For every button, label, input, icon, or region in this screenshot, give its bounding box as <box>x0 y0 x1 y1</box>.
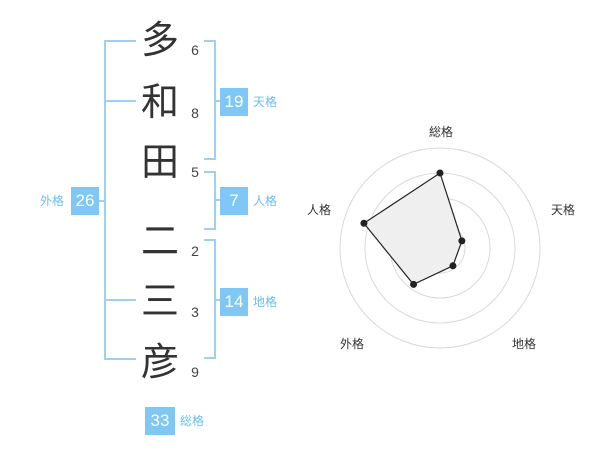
tenkaku-tick <box>215 100 222 102</box>
name-char-2: 和 <box>140 80 179 124</box>
gaikaku-inner-tick-bottom <box>104 299 136 301</box>
name-char-6: 彦 <box>140 340 179 384</box>
radar-point-1 <box>436 169 444 177</box>
radar-point-3 <box>449 262 457 270</box>
chikaku-label: 地格 <box>253 295 278 309</box>
name-char-1: 多 <box>140 18 179 62</box>
stroke-count-1: 6 <box>191 42 199 58</box>
radar-axis-label-3: 地格 <box>511 337 536 351</box>
soukaku-badge: 33 <box>145 407 175 435</box>
stroke-count-6: 9 <box>191 364 199 380</box>
name-char-4: 二 <box>140 219 179 263</box>
tenkaku-label: 天格 <box>253 95 278 109</box>
radar-polygon <box>363 172 463 286</box>
gaikaku-label: 外格 <box>40 194 65 208</box>
radar-axis-label-2: 天格 <box>550 203 575 217</box>
gaikaku-tick <box>98 200 106 202</box>
gaikaku-badge: 26 <box>71 187 99 215</box>
gaikaku-inner-tick-top <box>104 100 136 102</box>
radar-points <box>360 169 466 288</box>
tenkaku-badge: 19 <box>220 88 248 116</box>
radar-axis-label-1: 総格 <box>428 125 453 139</box>
name-char-3: 田 <box>140 140 179 184</box>
radar-point-4 <box>410 280 418 288</box>
gaikaku-bracket <box>104 40 136 360</box>
jinkaku-badge: 7 <box>220 187 248 215</box>
stroke-count-4: 2 <box>191 243 199 259</box>
radar-grid-ring-1 <box>339 147 541 349</box>
stroke-count-5: 3 <box>191 304 199 320</box>
radar-point-2 <box>458 237 466 245</box>
chikaku-badge: 14 <box>220 288 248 316</box>
soukaku-label: 総格 <box>180 414 205 428</box>
radar-axis-label-5: 人格 <box>306 203 331 217</box>
stroke-count-3: 5 <box>191 164 199 180</box>
jinkaku-label: 人格 <box>253 194 278 208</box>
jinkaku-tick <box>215 199 222 201</box>
chikaku-tick <box>215 299 222 301</box>
radar-chart <box>339 147 541 349</box>
radar-axis-label-4: 外格 <box>339 337 364 351</box>
name-char-5: 三 <box>140 279 179 323</box>
radar-point-5 <box>360 219 368 227</box>
stroke-count-2: 8 <box>191 105 199 121</box>
